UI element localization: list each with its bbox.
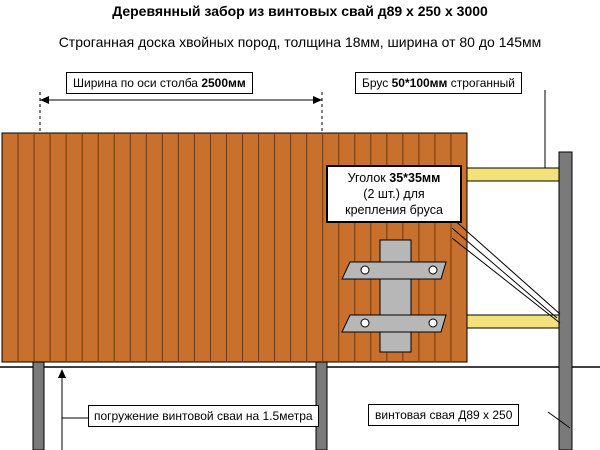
dim-arrow-right [313,96,322,104]
pile-label: винтовая свая Д89 х 250 [368,404,520,426]
page-title: Деревянный забор из винтовых свай д89 х … [112,3,488,19]
depth-label: погружение винтовой сваи на 1.5метра [88,405,319,427]
angle-bracket-top [341,261,447,280]
leader-angle-2 [451,227,558,319]
leader-pile [547,411,571,429]
angle-bracket-bottom [341,314,447,333]
left-pile [32,354,45,450]
depth-arrow-head [58,369,66,378]
width-label: Ширина по оси столба 2500мм [66,72,253,94]
brus-bottom [466,314,560,329]
bolt [428,318,438,328]
brus-label: Брус 50*100мм строганный [355,72,522,94]
bolt [360,265,370,275]
bracket-plate [379,239,412,353]
right-post [558,151,573,450]
angle-label: Уголок 35*35мм (2 шт.) для крепления бру… [326,165,462,223]
leader-angle-1 [451,217,561,315]
brus-top [466,167,560,182]
page-subtitle: Строганная доска хвойных пород, толщина … [58,34,542,50]
leader-angle-3 [451,237,561,324]
middle-pile [315,354,328,450]
dim-arrow-left [40,96,49,104]
bolt [360,318,370,328]
bolt [428,265,438,275]
